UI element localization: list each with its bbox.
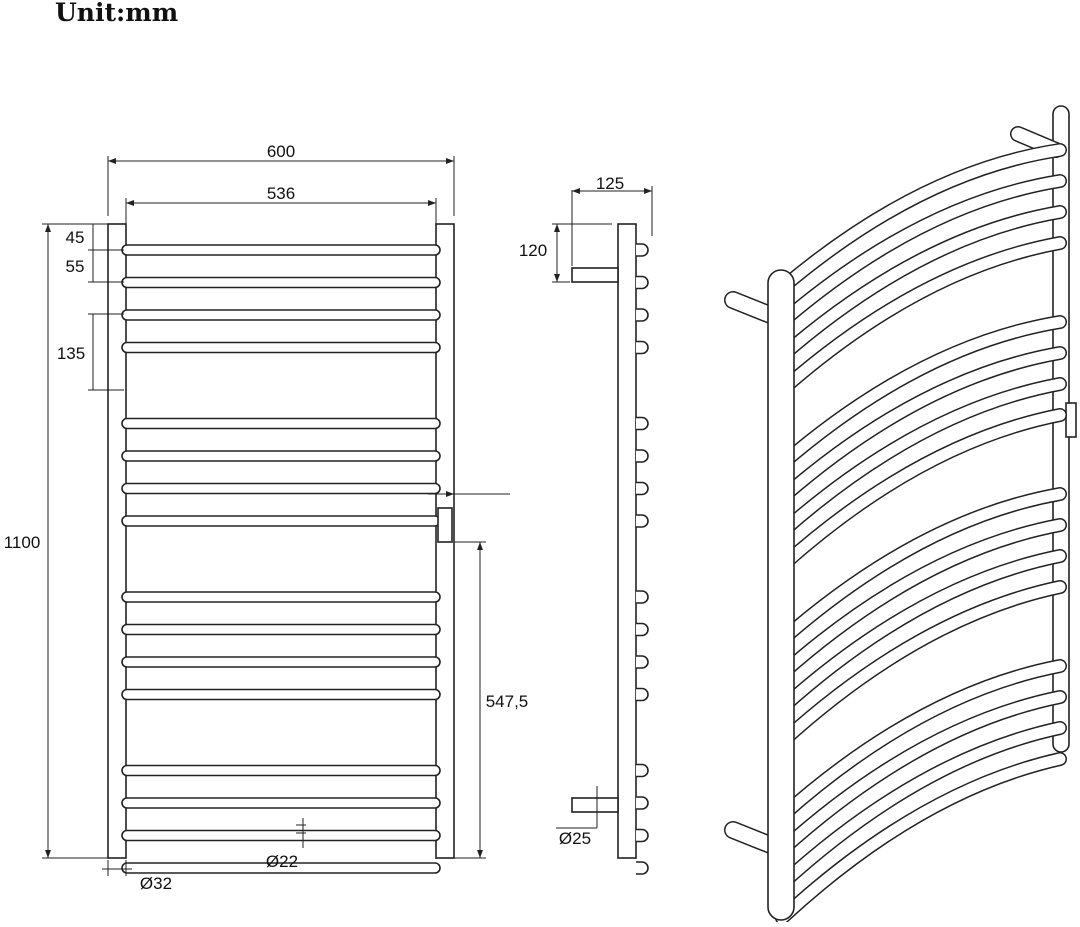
front-bar (121, 515, 441, 527)
dim-overall-width: 600 (107, 142, 455, 216)
front-bar (121, 688, 441, 701)
front-post (767, 269, 795, 921)
dim-bracket-height: 120 (519, 223, 612, 283)
perspective-bar (776, 175, 1066, 328)
front-bar (121, 862, 441, 874)
bracket-diameter-label: Ø25 (559, 829, 591, 848)
side-bar-stub (636, 275, 649, 290)
dim-wall-offset: 125 (571, 174, 653, 266)
group-gap-label: 135 (57, 344, 85, 363)
bar-diameter-label: Ø22 (266, 852, 298, 871)
overall-width-label: 600 (267, 142, 295, 161)
dim-bar-width: 536 (125, 184, 437, 232)
front-bar (121, 591, 441, 603)
bar-pitch-label: 55 (66, 257, 85, 276)
side-bar-stub (636, 796, 649, 810)
front-bars (121, 244, 441, 874)
dim-bar-diameter: Ø22 (266, 818, 306, 871)
perspective-bar (776, 237, 1066, 396)
front-bar (121, 309, 441, 321)
top-bracket (571, 267, 619, 283)
side-bar-stub (636, 308, 649, 322)
side-bar-stub (636, 687, 649, 702)
perspective-bar (776, 144, 1066, 294)
dim-heater-height: 547,5 (428, 491, 529, 859)
side-view (571, 223, 649, 875)
perspective-bar (776, 519, 1066, 680)
front-bar (121, 450, 441, 462)
side-bar-stub (636, 416, 649, 431)
side-bar-stub (636, 449, 649, 463)
front-bar (121, 829, 441, 842)
top-gap-label: 45 (66, 228, 85, 247)
side-bar-stub (636, 243, 649, 257)
perspective-view (724, 105, 1077, 925)
front-bar (121, 341, 441, 354)
side-bar-stub (636, 340, 649, 355)
side-bar-stub (636, 481, 649, 496)
front-bar (121, 656, 441, 668)
dim-top-gaps: 45 55 (66, 223, 124, 283)
wall-offset-label: 125 (596, 174, 624, 193)
front-bar (121, 797, 441, 809)
perspective-bar (776, 488, 1066, 646)
perspective-bar (776, 347, 1066, 504)
side-bar-stub (636, 763, 649, 778)
perspective-bar (776, 581, 1066, 748)
perspective-bar (776, 316, 1066, 470)
heating-element-box (437, 507, 453, 543)
perspective-bars (775, 143, 1067, 925)
left-post (107, 223, 127, 859)
side-post (617, 223, 637, 859)
bottom-bracket (571, 797, 619, 813)
perspective-bar (776, 660, 1066, 822)
side-bar-stub (636, 622, 649, 637)
perspective-heater-box (1065, 402, 1077, 438)
front-bar (121, 764, 441, 777)
front-bar (121, 482, 441, 495)
dim-group-gap: 135 (57, 313, 124, 391)
side-bar-stub (636, 828, 649, 843)
dim-post-diameter: Ø32 (102, 860, 172, 893)
perspective-bar (776, 722, 1066, 890)
front-bar (121, 276, 441, 289)
front-view (107, 223, 455, 874)
perspective-bar (776, 378, 1066, 538)
dim-bracket-diameter: Ø25 (556, 786, 606, 848)
perspective-bar (776, 409, 1066, 572)
overall-height-label: 1100 (4, 533, 41, 552)
side-bar-stub (636, 514, 649, 528)
perspective-bar (776, 691, 1066, 856)
bracket-height-label: 120 (519, 241, 547, 260)
perspective-bar (776, 550, 1066, 714)
perspective-bar (776, 206, 1066, 362)
front-bar (121, 417, 441, 430)
front-bar (121, 244, 441, 256)
unit-label: Unit:mm (55, 0, 179, 27)
side-bar-stub (636, 861, 649, 875)
side-bar-stubs (636, 243, 649, 875)
side-bar-stub (636, 590, 649, 604)
perspective-bar (776, 753, 1066, 924)
bar-width-label: 536 (267, 184, 295, 203)
front-bar (121, 623, 441, 636)
side-bar-stub (636, 655, 649, 669)
dim-overall-height: 1100 (4, 223, 108, 859)
post-diameter-label: Ø32 (140, 874, 172, 893)
heater-height-label: 547,5 (486, 692, 529, 711)
